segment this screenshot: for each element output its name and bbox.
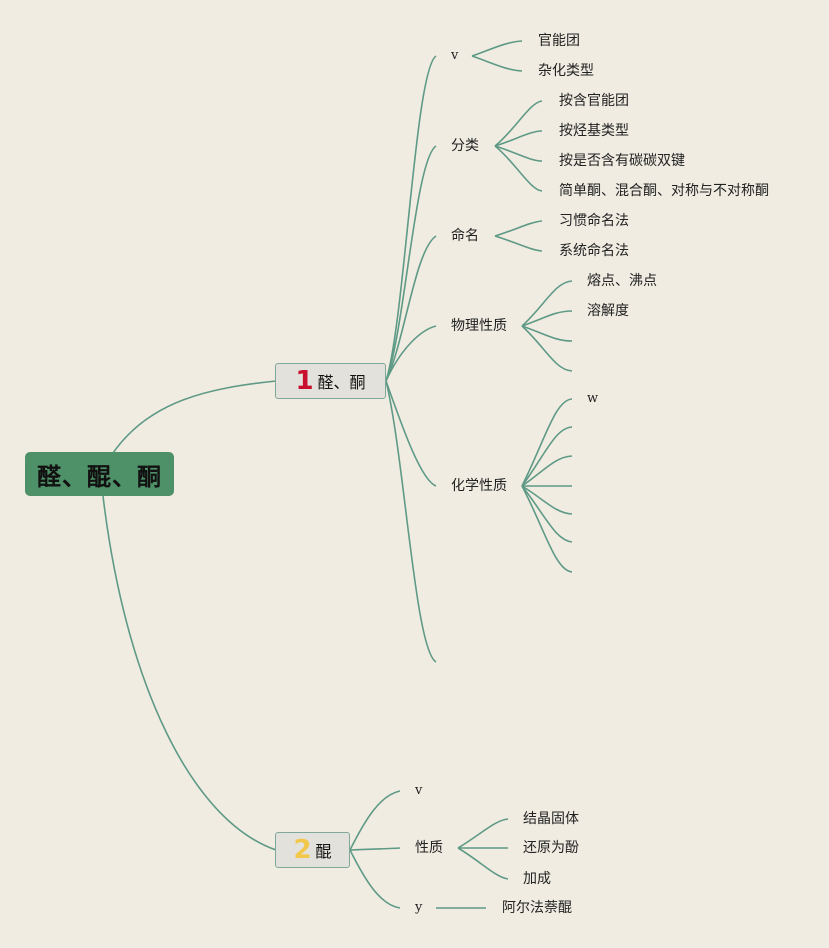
edge-property-c3 (457, 847, 509, 880)
edge-physical-c1 (521, 280, 573, 327)
edge-classify-c4 (494, 145, 543, 192)
badge-number-2: 2 (293, 835, 312, 865)
edge-naming-c1 (494, 220, 543, 237)
node-melting-boiling-point[interactable]: 熔点、沸点 (587, 273, 657, 289)
edge-v-c1 (471, 40, 523, 57)
topic-aldehyde-ketone[interactable]: 1 醛、酮 (275, 363, 386, 399)
node-systematic-naming[interactable]: 系统命名法 (559, 243, 629, 259)
edge-classify-c3 (494, 145, 543, 162)
edge-topic2-v (349, 790, 401, 851)
edge-topic1-v (385, 55, 437, 382)
topic-label: 醛、酮 (317, 373, 366, 392)
branch-classification[interactable]: 分类 (451, 138, 479, 154)
edge-property-c1 (457, 818, 509, 849)
branch-quinone-v[interactable]: v (415, 783, 423, 798)
node-reduce-to-phenol[interactable]: 还原为酚 (523, 840, 579, 856)
root-node[interactable]: 醛、醌、酮 (25, 452, 174, 496)
edge-root-topic2 (102, 495, 277, 851)
branch-quinone-properties[interactable]: 性质 (415, 840, 443, 856)
edge-topic1-physical (385, 325, 437, 382)
edge-chemical-c7 (521, 485, 573, 573)
node-addition[interactable]: 加成 (523, 871, 551, 887)
branch-naming[interactable]: 命名 (451, 228, 479, 244)
edge-v-c2 (471, 55, 523, 72)
edge-root-topic1 (112, 380, 277, 454)
edge-topic1-classify (385, 145, 437, 382)
edge-chemical-c3 (521, 455, 573, 487)
edge-topic1-naming (385, 235, 437, 382)
edge-classify-c1 (494, 100, 543, 147)
topic-quinone[interactable]: 2 醌 (275, 832, 350, 868)
edge-topic1-chemical (385, 380, 437, 487)
edge-chemical-c6 (521, 485, 573, 543)
root-label: 醛、醌、酮 (37, 462, 162, 491)
edge-chemical-c1 (521, 398, 573, 487)
node-alpha-naphthoquinone[interactable]: 阿尔法萘醌 (502, 900, 572, 916)
node-common-naming[interactable]: 习惯命名法 (559, 213, 629, 229)
edge-classify-c2 (494, 130, 543, 147)
node-classify-ketone-types[interactable]: 简单酮、混合酮、对称与不对称酮 (559, 183, 769, 199)
node-hybridization[interactable]: 杂化类型 (538, 63, 594, 79)
branch-physical-properties[interactable]: 物理性质 (451, 318, 507, 334)
node-classify-by-double-bond[interactable]: 按是否含有碳碳双键 (559, 153, 685, 169)
branch-chemical-properties[interactable]: 化学性质 (451, 478, 507, 494)
edge-naming-c2 (494, 235, 543, 252)
node-functional-group[interactable]: 官能团 (538, 33, 580, 49)
edge-physical-c2 (521, 310, 573, 327)
node-classify-by-hydrocarbyl[interactable]: 按烃基类型 (559, 123, 629, 139)
badge-number-1: 1 (295, 366, 314, 396)
edge-topic2-property (349, 847, 401, 851)
node-crystalline-solid[interactable]: 结晶固体 (523, 811, 579, 827)
node-solubility[interactable]: 溶解度 (587, 303, 629, 319)
branch-v[interactable]: v (451, 48, 459, 63)
edge-chemical-c5 (521, 485, 573, 515)
edge-physical-c3 (521, 325, 573, 342)
edge-topic2-y (349, 849, 401, 909)
edge-topic1-empty (385, 380, 437, 663)
node-chemical-w[interactable]: w (587, 391, 599, 406)
edge-chemical-c2 (521, 426, 573, 487)
node-classify-by-group[interactable]: 按含官能团 (559, 93, 629, 109)
edge-physical-c4 (521, 325, 573, 372)
branch-quinone-y[interactable]: y (415, 900, 423, 915)
topic-label: 醌 (315, 842, 332, 861)
